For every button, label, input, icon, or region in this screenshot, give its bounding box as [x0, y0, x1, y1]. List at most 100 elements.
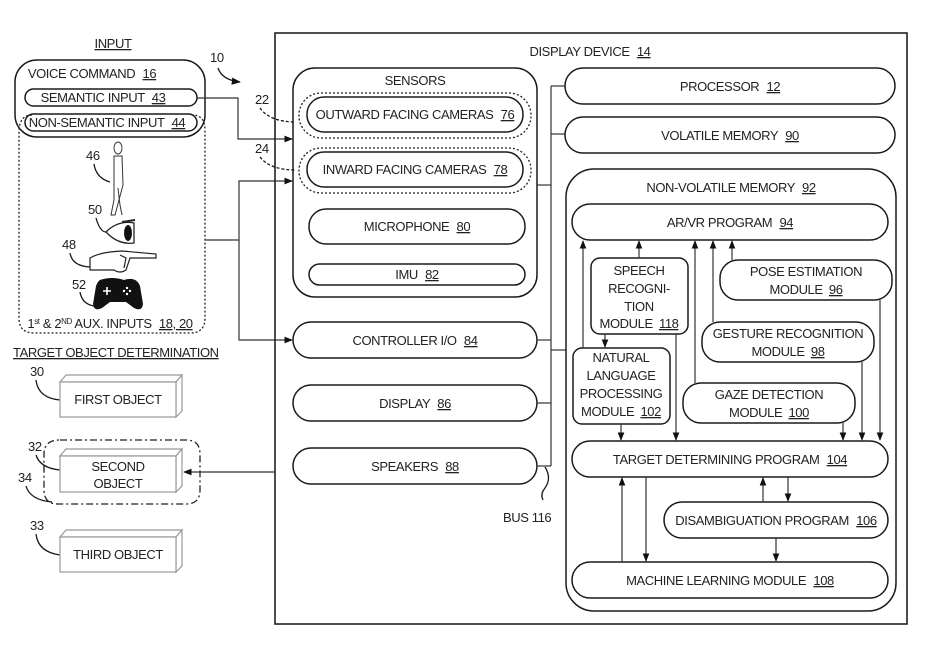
figure-ref-arrow: [217, 67, 241, 85]
svg-text:MODULE 100: MODULE 100: [729, 405, 809, 420]
gesture-recognition-box[interactable]: [701, 321, 875, 363]
pose-estimation-ref: 96: [829, 282, 843, 297]
figure-ref: 10: [210, 50, 224, 65]
body-pose-leader: [93, 163, 111, 183]
first-object-leader: [35, 379, 61, 401]
outward-cameras-box[interactable]: [306, 96, 524, 133]
disambiguation-ref: 106: [856, 513, 877, 528]
svg-text:MACHINE LEARNING MODULE 10: MACHINE LEARNING MODULE 108: [626, 573, 834, 588]
non-volatile-memory-ref: 92: [802, 180, 816, 195]
second-object[interactable]: SECOND OBJECT: [58, 447, 184, 494]
semantic-to-sensors-wire: [197, 97, 293, 143]
outward-cameras-callout: 22: [255, 92, 269, 107]
svg-text:MODULE 102: MODULE 102: [581, 404, 661, 419]
gesture-recognition-line1: GESTURE RECOGNITION: [713, 326, 864, 341]
game-controller-ref: 52: [72, 277, 86, 292]
svg-text:MODULE 118: MODULE 118: [600, 316, 679, 331]
svg-text:DISPLAY DEVICE 14: DISPLAY DEVICE 14: [529, 44, 650, 59]
non-semantic-input-ref: 44: [172, 115, 186, 130]
sensors-label: SENSORS: [385, 73, 447, 88]
semantic-input-ref: 43: [152, 90, 166, 105]
volatile-memory-label: VOLATILE MEMORY: [661, 128, 779, 143]
inward-cameras-callout: 24: [255, 141, 269, 156]
semantic-input-label: SEMANTIC INPUT: [41, 90, 146, 105]
ar-vr-program-ref: 94: [779, 215, 793, 230]
svg-text:VOLATILE MEMORY 90: VOLATILE MEMORY 90: [661, 128, 799, 143]
third-object-label: THIRD OBJECT: [73, 547, 163, 562]
svg-text:SPEAKERS 88: SPEAKERS 88: [371, 459, 459, 474]
display-ref: 86: [437, 396, 451, 411]
third-object-ref: 33: [30, 518, 44, 533]
disambiguation-label: DISAMBIGUATION PROGRAM: [675, 513, 849, 528]
svg-text:VOICE COMMAND 16: VOICE COMMAND 16: [28, 66, 157, 81]
input-heading: INPUT: [94, 36, 131, 51]
voice-command-group: VOICE COMMAND 16 SEMANTIC INPUT 43 NON-S…: [14, 59, 206, 138]
selection-leader: [25, 485, 53, 503]
speech-recognition-line4: MODULE: [600, 316, 654, 331]
third-object[interactable]: THIRD OBJECT: [58, 528, 184, 574]
aux-to-controller-wire: [238, 240, 293, 344]
processor-box[interactable]: [564, 67, 896, 105]
svg-text:MODULE 98: MODULE 98: [751, 344, 824, 359]
natural-language-line2: LANGUAGE: [586, 368, 656, 383]
non-semantic-input-box: [24, 113, 198, 132]
speech-recognition-ref: 118: [659, 316, 679, 331]
body-pose-ref: 46: [86, 148, 100, 163]
svg-text:AR/VR PROGRAM 94: AR/VR PROGRAM 94: [667, 215, 793, 230]
speech-recognition-line1: SPEECH: [613, 263, 664, 278]
svg-text:NON-SEMANTIC INPUT 44: NON-SEMANTIC INPUT 44: [29, 115, 186, 130]
aux-inputs-ref: 18, 20: [159, 316, 193, 331]
gaze-detection-ref: 100: [788, 405, 809, 420]
module-connections: [579, 240, 884, 562]
imu-ref: 82: [425, 267, 439, 282]
bus-label: BUS 116: [503, 510, 551, 525]
processor-label: PROCESSOR: [680, 79, 759, 94]
target-determining-label: TARGET DETERMINING PROGRAM: [613, 452, 820, 467]
svg-text:NON-VOLATILE MEMORY 92: NON-VOLATILE MEMORY 92: [646, 180, 815, 195]
voice-command-label: VOICE COMMAND: [28, 66, 135, 81]
machine-learning-box[interactable]: [571, 561, 889, 599]
aux-inputs-mid: & 2: [40, 316, 62, 331]
ar-vr-program-box[interactable]: [571, 203, 889, 241]
eye-gaze-leader: [95, 217, 107, 233]
gaze-detection-line1: GAZE DETECTION: [715, 387, 824, 402]
outward-cameras-label: OUTWARD FACING CAMERAS: [316, 107, 495, 122]
volatile-memory-box[interactable]: [564, 116, 896, 154]
display-label: DISPLAY: [379, 396, 431, 411]
svg-text:OUTWARD FACING CAMERAS 76: OUTWARD FACING CAMERAS 76: [316, 107, 515, 122]
inward-cameras-box[interactable]: [306, 151, 524, 188]
processor-ref: 12: [767, 79, 781, 94]
svg-text:SEMANTIC INPUT 43: SEMANTIC INPUT 43: [41, 90, 166, 105]
outward-cameras-ref: 76: [501, 107, 515, 122]
svg-text:PROCESSOR 12: PROCESSOR 12: [680, 79, 781, 94]
second-object-label-line2: OBJECT: [94, 476, 143, 491]
svg-text:MODULE 96: MODULE 96: [769, 282, 842, 297]
svg-text:IMU 82: IMU 82: [395, 267, 439, 282]
first-object[interactable]: FIRST OBJECT: [58, 373, 184, 419]
machine-learning-ref: 108: [813, 573, 834, 588]
target-determining-box[interactable]: [571, 440, 889, 478]
pose-estimation-line2: MODULE: [769, 282, 823, 297]
controller-io-ref: 84: [464, 333, 478, 348]
pointing-hand-icon: [89, 250, 157, 273]
microphone-box[interactable]: [308, 208, 526, 245]
selection-highlight: [43, 439, 201, 505]
ar-vr-program-label: AR/VR PROGRAM: [667, 215, 772, 230]
second-object-leader: [35, 454, 61, 471]
gaze-detection-box[interactable]: [682, 382, 856, 424]
gaze-detection-line2: MODULE: [729, 405, 783, 420]
gesture-recognition-ref: 98: [811, 344, 825, 359]
pose-estimation-box[interactable]: [719, 259, 893, 301]
svg-text:MICROPHONE 80: MICROPHONE 80: [364, 219, 471, 234]
inward-cameras-ref: 78: [494, 162, 508, 177]
game-controller-icon: [93, 278, 143, 310]
target-objects-heading: TARGET OBJECT DETERMINATION: [13, 345, 219, 360]
eye-gaze-ref: 50: [88, 202, 102, 217]
bus-lines: [537, 85, 566, 467]
non-volatile-memory-label: NON-VOLATILE MEMORY: [646, 180, 795, 195]
imu-box[interactable]: [308, 263, 526, 286]
svg-text:DISPLAY 86: DISPLAY 86: [379, 396, 451, 411]
machine-learning-label: MACHINE LEARNING MODULE: [626, 573, 807, 588]
first-object-label: FIRST OBJECT: [74, 392, 162, 407]
inward-cameras-callout-leader: [259, 156, 297, 171]
